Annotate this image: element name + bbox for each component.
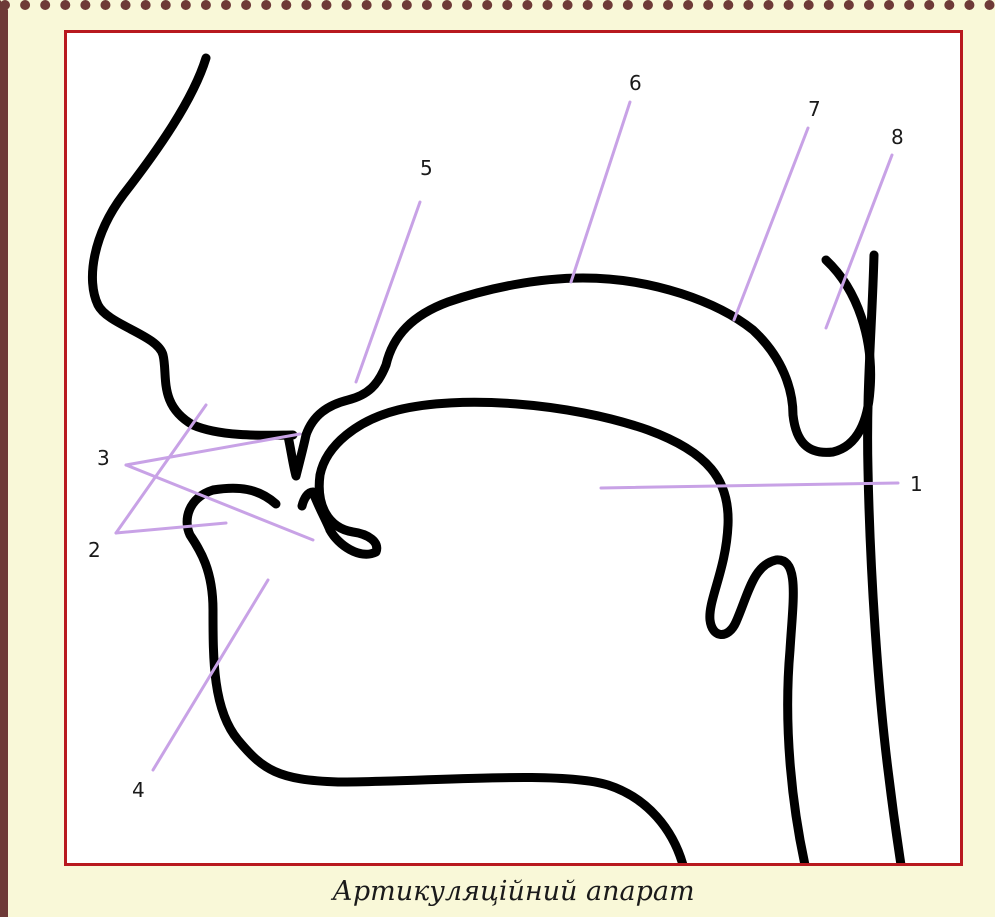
label-6: 6	[629, 71, 642, 95]
label-8: 8	[891, 125, 904, 149]
lower-lip-chin-outline	[187, 488, 683, 865]
tongue-outline	[319, 402, 805, 865]
upper-teeth-outline	[288, 435, 306, 476]
label-2: 2	[88, 538, 101, 562]
leader-line-2b	[116, 523, 226, 533]
label-7: 7	[808, 97, 821, 121]
label-3: 3	[97, 446, 110, 470]
leader-line-1	[601, 483, 898, 488]
leader-line-6	[571, 102, 630, 282]
leader-line-3a	[126, 434, 300, 465]
leader-line-7	[734, 128, 808, 320]
label-1: 1	[910, 472, 923, 496]
nose-upper-lip-outline	[92, 58, 293, 435]
pharynx-back-wall	[868, 255, 901, 865]
figure-caption: Артикуляційний апарат	[64, 876, 963, 907]
articulation-diagram: 1 2 3 4 5 6 7 8	[64, 30, 963, 866]
label-5: 5	[420, 156, 433, 180]
label-4: 4	[132, 778, 145, 802]
diagram-box: 1 2 3 4 5 6 7 8	[64, 30, 963, 866]
